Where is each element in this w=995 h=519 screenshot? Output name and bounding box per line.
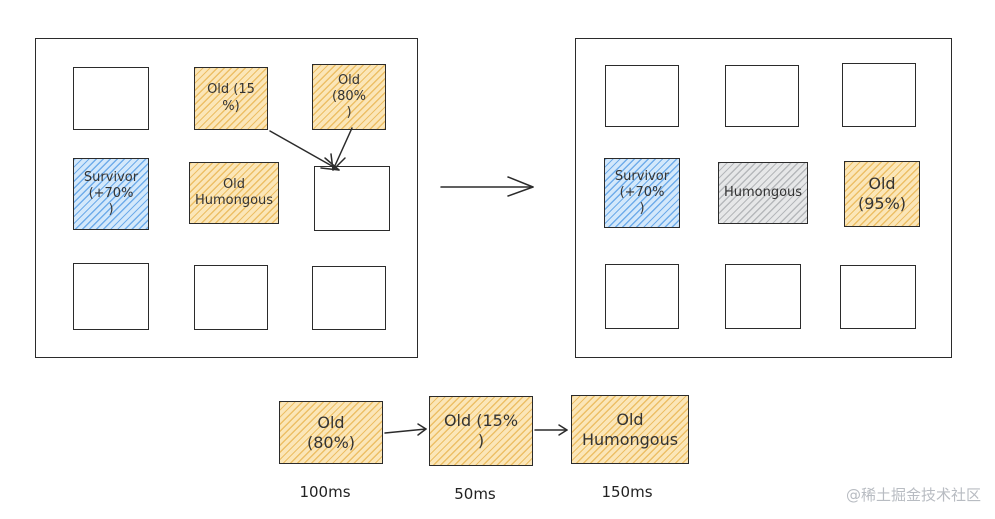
sequence-arrow-1	[384, 428, 427, 434]
arrow-l2-head	[320, 157, 340, 171]
left-region-9	[312, 266, 386, 330]
right-region-9	[840, 265, 916, 329]
sequence-box-1: Old (80%)	[279, 401, 383, 464]
right-region-4-survivor: Survivor (+70% )	[604, 158, 680, 228]
arrow-l3-to-target	[332, 127, 353, 171]
sequence-box-2: Old (15% )	[429, 396, 533, 466]
left-region-7	[73, 263, 149, 330]
left-region-8	[194, 265, 268, 330]
time-label-3: 150ms	[601, 483, 653, 501]
arrow-l3-head	[330, 153, 346, 171]
time-label-2: 50ms	[454, 485, 496, 503]
left-heap-panel	[35, 38, 418, 358]
right-heap-panel	[575, 38, 952, 358]
arrow-l2-to-target	[269, 130, 340, 171]
transition-arrow-head	[507, 176, 534, 197]
right-region-1	[605, 65, 679, 127]
left-region-2-old: Old (15 %)	[194, 67, 268, 130]
right-region-2	[725, 65, 799, 127]
sequence-arrow-2-head	[558, 424, 568, 436]
left-region-4-survivor: Survivor (+70% )	[73, 158, 149, 230]
left-region-5-old-humongous: Old Humongous	[189, 162, 279, 224]
left-region-1	[73, 67, 149, 130]
right-region-7	[605, 264, 679, 329]
left-region-3-old: Old (80% )	[312, 64, 386, 130]
sequence-box-3: Old Humongous	[571, 395, 689, 464]
left-region-6-target	[314, 166, 390, 231]
sequence-arrow-1-head	[417, 423, 427, 436]
time-label-1: 100ms	[299, 483, 351, 501]
right-region-3	[842, 63, 916, 127]
watermark: @稀土掘金技术社区	[845, 486, 981, 504]
right-region-6-old: Old (95%)	[844, 161, 920, 227]
right-region-8	[725, 264, 801, 329]
right-region-5-humongous: Humongous	[718, 162, 808, 224]
